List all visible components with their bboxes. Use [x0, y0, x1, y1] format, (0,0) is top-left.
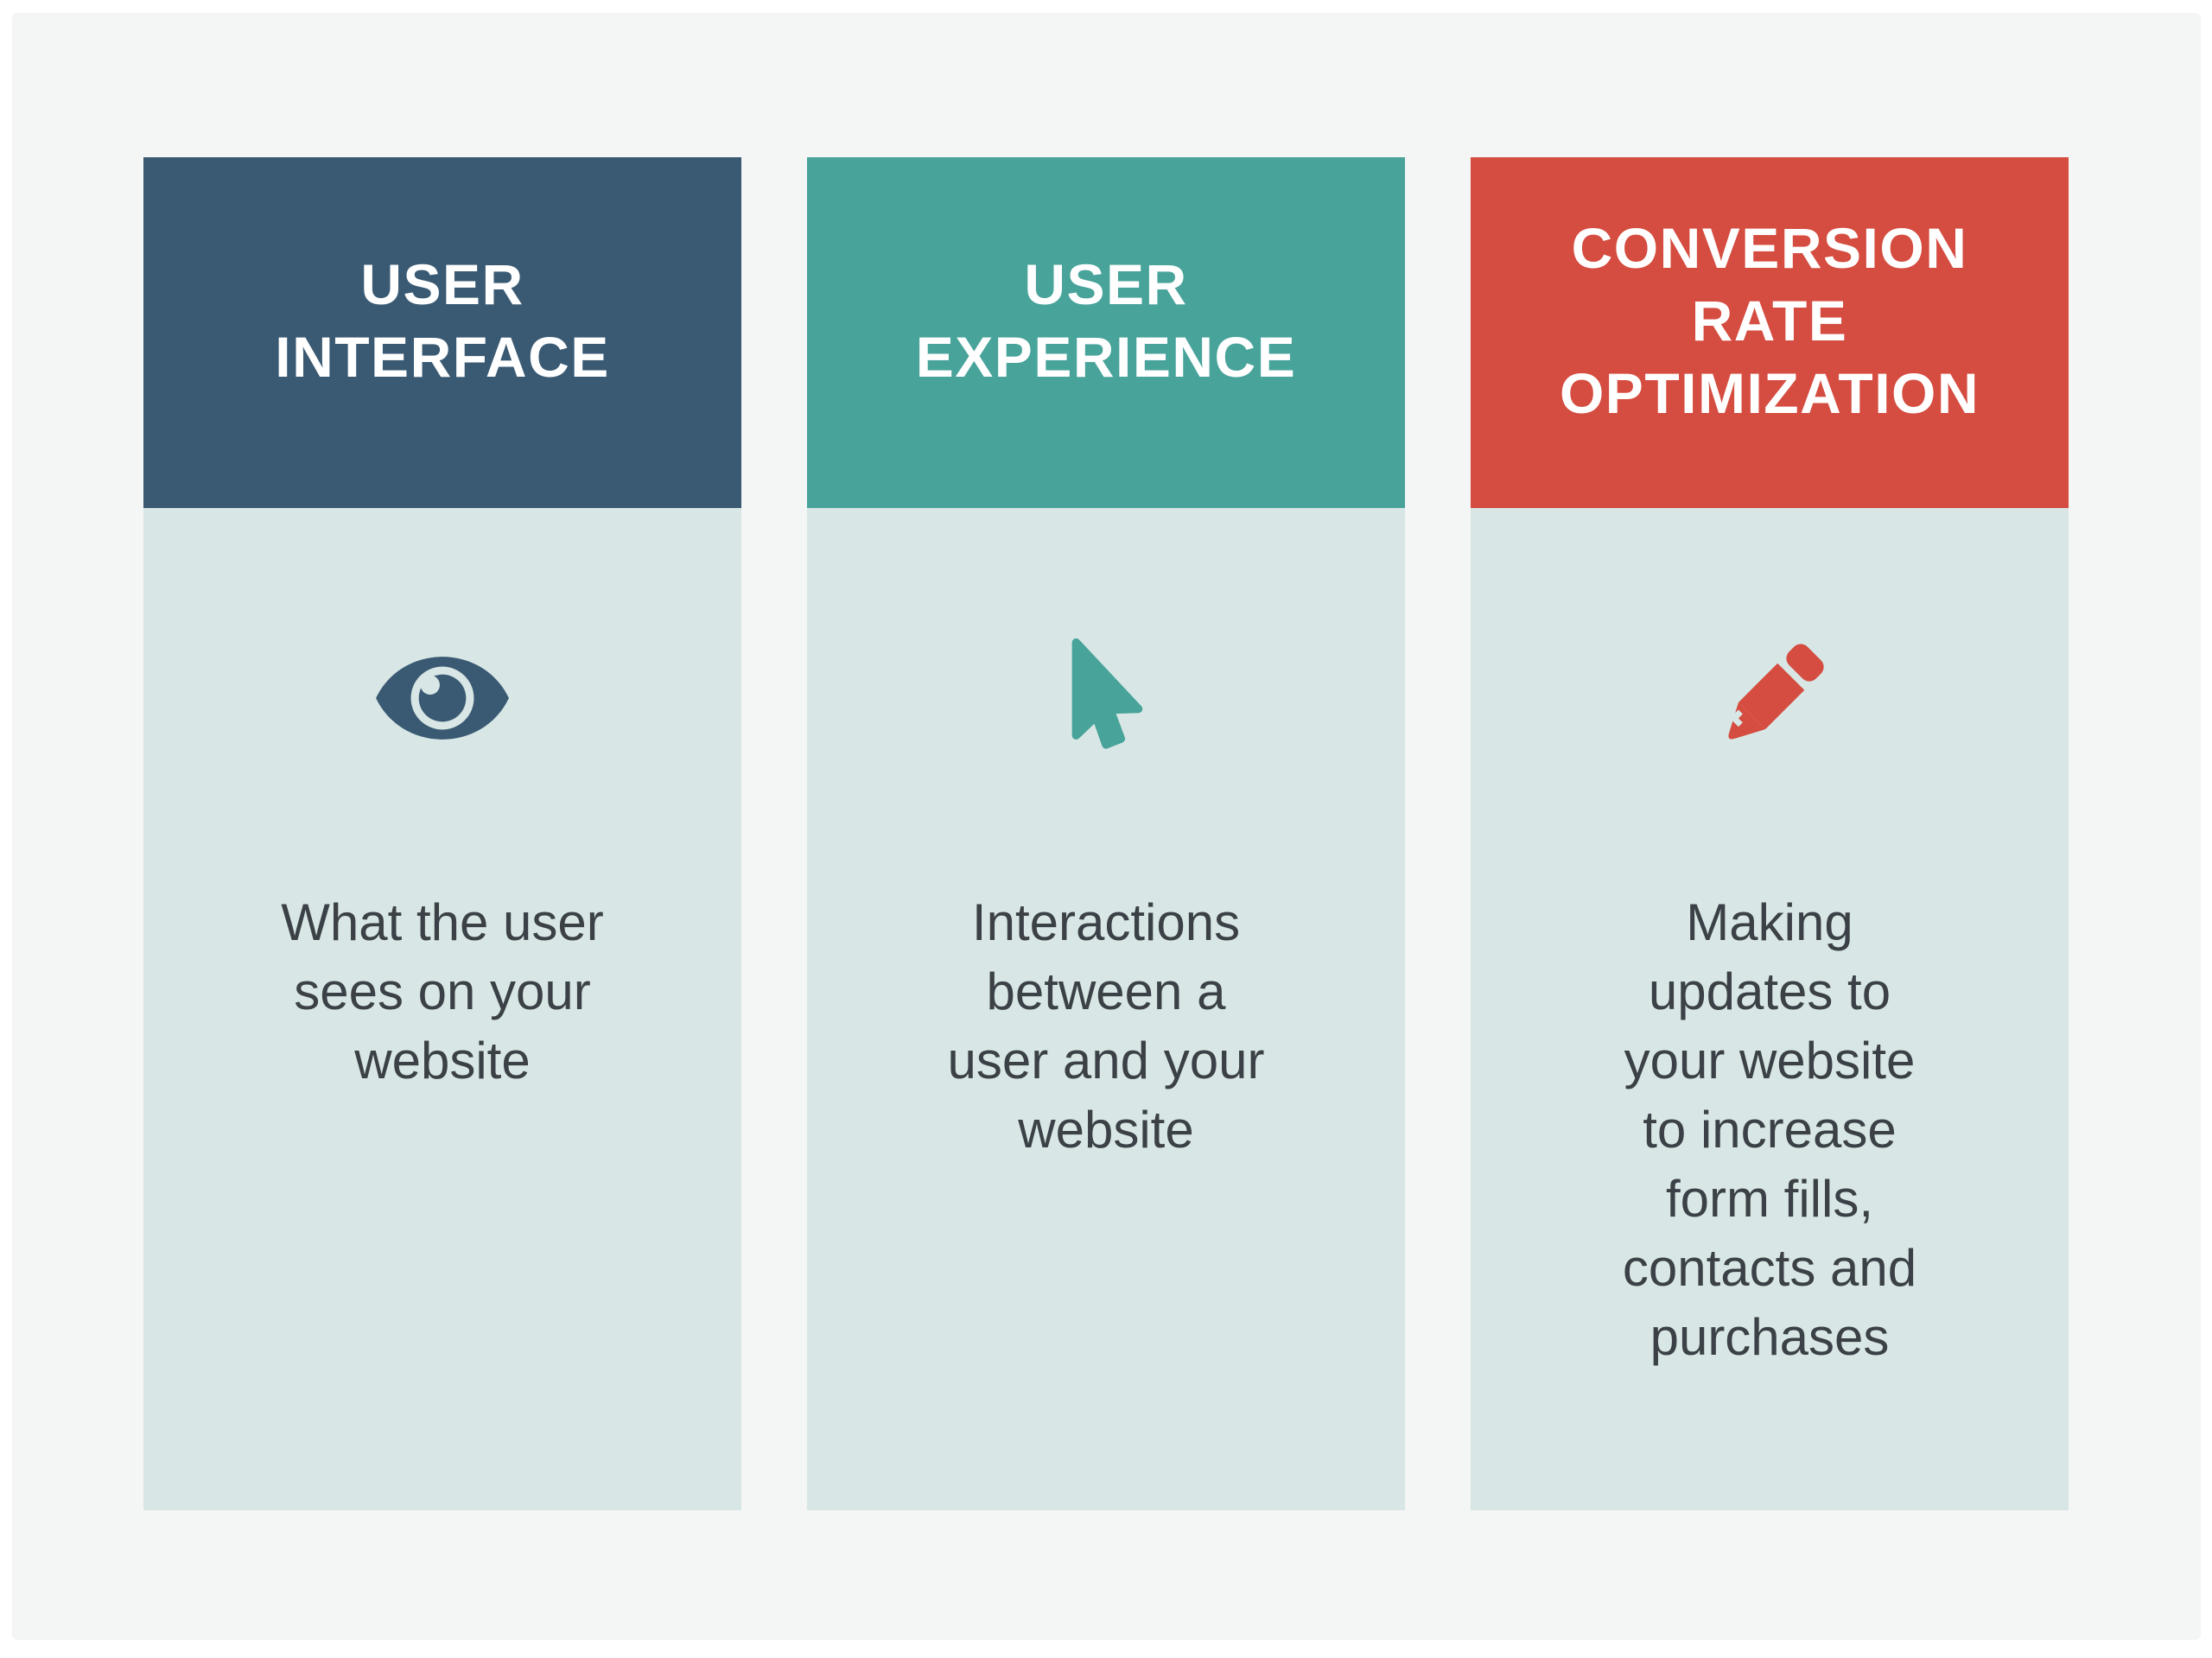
conversion-rate-optimization-description: Making updates to your website to increa…: [1622, 893, 1917, 1366]
user-experience-icon-area: [807, 508, 1405, 888]
column-user-experience: USER EXPERIENCE Interactions between a u…: [807, 157, 1405, 1510]
user-interface-icon-area: [143, 508, 741, 888]
user-experience-title: USER EXPERIENCE: [915, 252, 1297, 389]
user-interface-body-panel: What the user sees on your website: [143, 508, 741, 1510]
user-interface-title: USER INTERFACE: [275, 252, 610, 389]
user-experience-header: USER EXPERIENCE: [807, 157, 1405, 508]
pencil-icon: [1728, 644, 1824, 740]
eye-icon: [376, 657, 509, 740]
user-experience-description: Interactions between a user and your web…: [947, 893, 1265, 1159]
canvas-background: USER INTERFACE What the user sees on you…: [12, 13, 2201, 1640]
conversion-rate-optimization-icon-area: [1471, 508, 2069, 888]
conversion-rate-optimization-header: CONVERSION RATE OPTIMIZATION: [1471, 157, 2069, 508]
cursor-icon: [1071, 638, 1143, 749]
columns-container: USER INTERFACE What the user sees on you…: [143, 157, 2069, 1510]
user-experience-body-panel: Interactions between a user and your web…: [807, 508, 1405, 1510]
conversion-rate-optimization-title: CONVERSION RATE OPTIMIZATION: [1559, 216, 1980, 425]
user-interface-header: USER INTERFACE: [143, 157, 741, 508]
conversion-rate-optimization-body-panel: Making updates to your website to increa…: [1471, 508, 2069, 1510]
column-user-interface: USER INTERFACE What the user sees on you…: [143, 157, 741, 1510]
column-conversion-rate-optimization: CONVERSION RATE OPTIMIZATION: [1471, 157, 2069, 1510]
user-interface-description: What the user sees on your website: [281, 893, 604, 1089]
